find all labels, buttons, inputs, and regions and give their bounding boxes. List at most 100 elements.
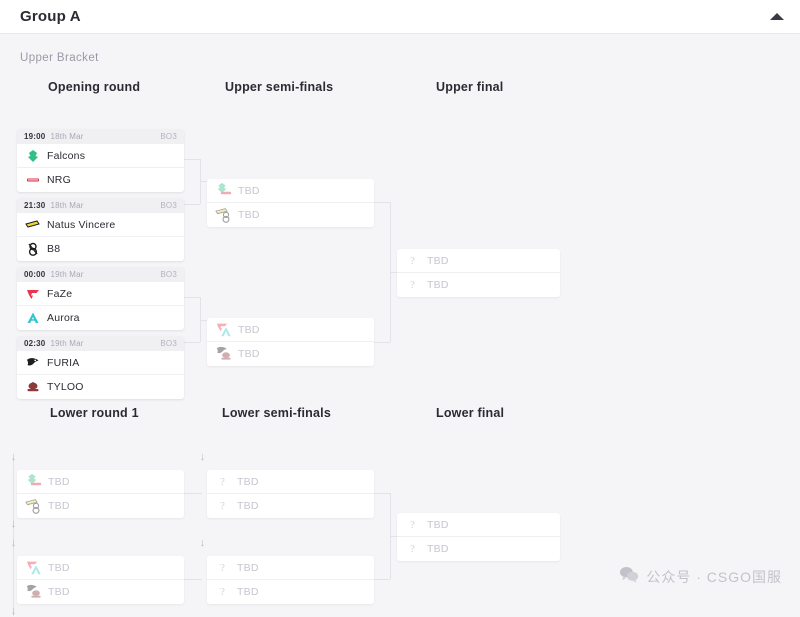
team-row[interactable]: Natus Vincere (17, 213, 184, 237)
match-card[interactable]: ? TBD ? TBD (207, 556, 374, 604)
team-row[interactable]: ? TBD (207, 494, 374, 518)
b8-logo (219, 211, 232, 224)
team-name: Natus Vincere (47, 218, 116, 231)
team-placeholder-logos (215, 321, 233, 338)
team-row[interactable]: Aurora (17, 306, 184, 330)
furia-logo (215, 345, 228, 358)
wechat-icon (619, 566, 639, 588)
team-row[interactable]: TBD (207, 179, 374, 203)
drop-arrow-icon: ↓ (199, 537, 206, 549)
match-meta: 02:30 19th Mar BO3 (17, 336, 184, 351)
team-row[interactable]: TBD (207, 318, 374, 342)
match-card[interactable]: ? TBD ? TBD (397, 249, 560, 297)
chevron-up-icon[interactable] (770, 13, 784, 20)
team-name: TBD (427, 543, 449, 555)
group-header[interactable]: Group A (0, 0, 800, 34)
team-row[interactable]: B8 (17, 237, 184, 261)
team-row[interactable]: ? TBD (207, 556, 374, 580)
furia-logo (25, 583, 38, 596)
match-time: 19:00 (24, 132, 46, 141)
match-card[interactable]: TBD TBD (207, 179, 374, 227)
team-placeholder-logos (215, 182, 233, 199)
round-title-lower-final: Lower final (436, 406, 505, 420)
aurora-logo (25, 311, 40, 326)
match-meta: 00:00 19th Mar BO3 (17, 267, 184, 282)
team-row[interactable]: FaZe (17, 282, 184, 306)
team-row[interactable]: TBD (17, 470, 184, 494)
match-time: 00:00 (24, 270, 46, 279)
question-icon: ? (220, 500, 225, 512)
aurora-logo (219, 325, 232, 338)
connector (184, 342, 200, 343)
match-card[interactable]: TBD TBD (17, 470, 184, 518)
team-name: TBD (237, 586, 259, 598)
team-name: TBD (427, 279, 449, 291)
team-row[interactable]: Falcons (17, 144, 184, 168)
question-icon: ? (410, 279, 415, 291)
match-card[interactable]: 02:30 19th Mar BO3 FURIA TYLOO (17, 336, 184, 399)
match-card[interactable]: ? TBD ? TBD (397, 513, 560, 561)
team-row[interactable]: TYLOO (17, 375, 184, 399)
navi-logo (25, 217, 40, 232)
team-row[interactable]: TBD (17, 556, 184, 580)
bracket-area: Upper Bracket Opening round Upper semi-f… (0, 34, 800, 617)
team-name: TYLOO (47, 381, 84, 393)
team-name: TBD (238, 184, 260, 197)
nrg-logo (29, 477, 42, 490)
team-name: TBD (237, 475, 259, 488)
connector (184, 493, 202, 494)
team-row[interactable]: TBD (17, 494, 184, 518)
team-name: TBD (237, 561, 259, 574)
team-row[interactable]: ? TBD (397, 249, 560, 273)
b8-logo (29, 502, 42, 515)
team-row[interactable]: FURIA (17, 351, 184, 375)
team-name: TBD (48, 561, 70, 574)
team-row[interactable]: ? TBD (397, 537, 560, 561)
connector (184, 579, 202, 580)
navi-logo (25, 497, 38, 510)
team-row[interactable]: ? TBD (207, 470, 374, 494)
team-placeholder-logos (25, 559, 43, 576)
team-name: TBD (238, 323, 260, 336)
aurora-logo (29, 563, 42, 576)
match-time: 02:30 (24, 339, 46, 348)
drop-arrow-icon: ↓ (10, 537, 17, 549)
team-row[interactable]: ? TBD (397, 273, 560, 297)
connector (390, 272, 398, 273)
match-card[interactable]: 00:00 19th Mar BO3 FaZe Aurora (17, 267, 184, 330)
match-card[interactable]: TBD TBD (17, 556, 184, 604)
match-card[interactable]: TBD TBD (207, 318, 374, 366)
question-icon: ? (410, 518, 415, 531)
drop-arrow-icon: ↓ (199, 451, 206, 463)
match-card[interactable]: 19:00 18th Mar BO3 Falcons NRG (17, 129, 184, 192)
team-row[interactable]: ? TBD (397, 513, 560, 537)
team-row[interactable]: NRG (17, 168, 184, 192)
tyloo-logo (219, 350, 232, 363)
connector (184, 204, 200, 205)
team-row[interactable]: TBD (207, 203, 374, 227)
connector (184, 159, 200, 160)
match-format: BO3 (160, 201, 177, 210)
team-name: Falcons (47, 149, 86, 162)
match-card[interactable]: 21:30 18th Mar BO3 Natus Vincere B8 (17, 198, 184, 261)
round-title-lower-semis: Lower semi-finals (222, 406, 331, 420)
question-icon: ? (220, 586, 225, 598)
question-icon: ? (220, 561, 225, 574)
team-placeholder-logos (215, 346, 233, 363)
connector (200, 297, 201, 342)
connector (200, 320, 208, 321)
team-name: Aurora (47, 312, 80, 324)
team-row[interactable]: TBD (17, 580, 184, 604)
team-name: TBD (237, 500, 259, 512)
team-name: NRG (47, 174, 71, 186)
team-row[interactable]: TBD (207, 342, 374, 366)
connector (372, 579, 390, 580)
match-card[interactable]: ? TBD ? TBD (207, 470, 374, 518)
team-placeholder-logos (25, 498, 43, 515)
drop-arrow-icon: ↓ (10, 605, 17, 617)
team-placeholder-logos (215, 207, 233, 224)
team-row[interactable]: ? TBD (207, 580, 374, 604)
question-icon: ? (220, 475, 225, 488)
match-date: 19th Mar (50, 270, 84, 279)
watermark: 公众号 · CSGO国服 (619, 566, 782, 588)
